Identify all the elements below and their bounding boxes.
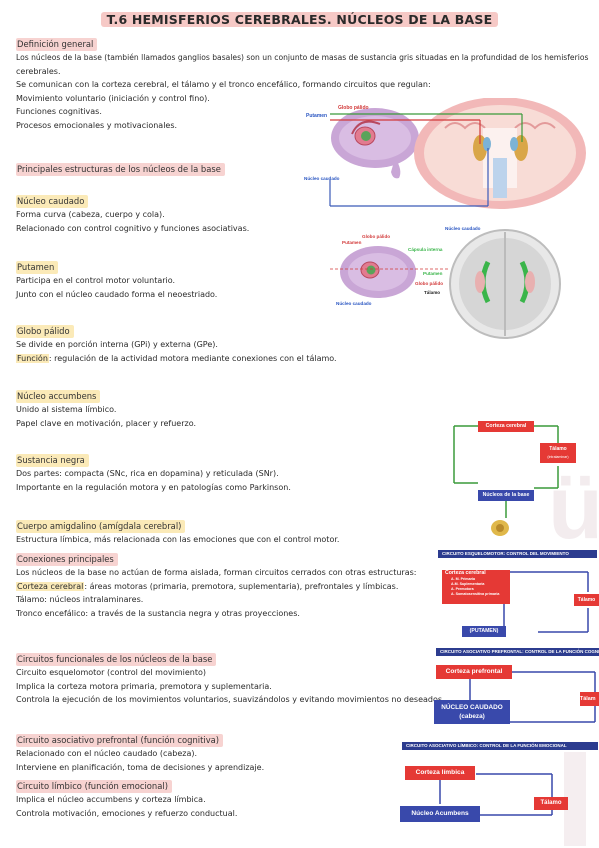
figure-basal-ganglia-coronal: Putamen Globo pálido Núcleo caudado [300,97,595,213]
text-line: Estructura límbica, más relacionada con … [16,535,340,544]
section-heading: Conexiones principales [16,553,118,566]
node-talamo: Tálam [580,692,599,706]
figure-circuito-limbico: CIRCUITO ASOCIATIVO LÍMBICO: CONTROL DE … [398,742,599,846]
node-corteza-cerebral: Corteza cerebral A. M. Primaria A.M. Sup… [442,570,510,604]
text-line: Controla motivación, emociones y refuerz… [16,808,238,818]
section-asociativo: Circuito asociativo prefrontal (función … [16,726,264,820]
section-accumbens: Núcleo accumbens Unido al sistema límbic… [16,382,196,430]
text-line: Los núcleos de la base no actúan de form… [16,568,417,577]
text-line: cerebrales. [16,66,61,76]
brain-coronal-illustration: Putamen Globo pálido Núcleo caudado [304,97,586,209]
section-heading: Circuito asociativo prefrontal (función … [16,734,224,747]
highlight: Corteza cerebral [16,581,85,591]
text-line: Participa en el control motor voluntario… [16,276,176,285]
svg-text:ü: ü [548,458,598,546]
text-line: Procesos emocionales y motivacionales. [16,120,178,130]
text-line: Los núcleos de la base (también llamados… [16,53,589,62]
label-globo-right: Globo pálido [415,281,443,286]
node-corteza-prefrontal: Corteza prefrontal [436,665,512,679]
text-line: Se comunican con la corteza cerebral, el… [16,80,431,90]
section-heading: Putamen [16,261,59,274]
label-caudado: Núcleo caudado [336,301,372,306]
text-line: Importante en la regulación motora y en … [16,482,291,492]
figure-title-bar: CIRCUITO ESQUELOMOTOR: CONTROL DEL MOVIM… [438,550,597,558]
text-line: Interviene en planificación, toma de dec… [16,762,265,772]
label-caudado: Núcleo caudado [304,176,340,181]
figure-circuito-prefrontal: CIRCUITO ASOCIATIVO PREFRONTAL: CONTROL … [432,648,599,738]
section-globo: Globo pálido Se divide en porción intern… [16,317,337,365]
section-putamen: Putamen Participa en el control motor vo… [16,253,217,301]
section-heading: Principales estructuras de los núcleos d… [16,163,225,176]
figure-basal-ganglia-axial: Núcleo caudado Putamen Globo pálido Cáps… [330,222,595,340]
page-title: T.6 HEMISFERIOS CEREBRALES. NÚCLEOS DE L… [0,12,599,27]
figure-title-bar: CIRCUITO ASOCIATIVO LÍMBICO: CONTROL DE … [402,742,598,750]
text-line: Implica la corteza motora primaria, prem… [16,681,272,691]
text-line: Función: regulación de la actividad moto… [16,353,337,363]
node-talamo: Tálamo [534,797,568,810]
node-corteza-cerebral: Corteza cerebral [478,421,534,432]
text-line: Relacionado con el núcleo caudado (cabez… [16,749,198,758]
node-nucleos-base: Núcleos de la base [478,490,534,501]
label-caudado-top: Núcleo caudado [445,226,481,231]
text-line: Controla la ejecución de los movimientos… [16,695,445,705]
label-globo: Globo pálido [362,234,390,239]
node-talamo: Tálamo(intralaminar) [540,443,576,463]
text-line: Se divide en porción interna (GPi) y ext… [16,340,218,349]
section-heading: Circuitos funcionales de los núcleos de … [16,653,217,666]
text-line: Funciones cognitivas. [16,107,102,117]
section-heading: Cuerpo amigdalino (amígdala cerebral) [16,520,186,533]
section-conexiones: Conexiones principales Los núcleos de la… [16,547,416,620]
figure-loop-diagram: ü Corteza cerebral Tálamo(intralaminar) … [448,418,599,558]
node-nucleo-caudado: NÚCLEO CAUDADO(cabeza) [434,700,510,724]
figure-title-bar: CIRCUITO ASOCIATIVO PREFRONTAL: CONTROL … [436,648,599,656]
text-line: Forma curva (cabeza, cuerpo y cola). [16,210,165,219]
section-caudado: Núcleo caudado Forma curva (cabeza, cuer… [16,187,249,235]
section-heading: Núcleo accumbens [16,390,101,403]
node-talamo: Tálamo [574,594,599,606]
section-heading: Globo pálido [16,325,74,338]
text-line: Junto con el núcleo caudado forma el neo… [16,289,218,299]
text-line: Tronco encefálico: a través de la sustan… [16,608,300,618]
section-amigdala: Cuerpo amigdalino (amígdala cerebral) Es… [16,512,339,547]
section-heading: Circuito límbico (función emocional) [16,780,172,794]
text-line: Movimiento voluntario (iniciación y cont… [16,93,210,103]
section-definicion: Definición general Los núcleos de la bas… [16,30,588,133]
node-corteza-limbica: Corteza límbica [405,766,475,780]
label-globo: Globo pálido [338,105,369,111]
section-heading: Definición general [16,38,98,51]
brain-axial-illustration: Núcleo caudado Putamen Globo pálido Cáps… [330,226,561,339]
label-talamo: Tálamo [424,290,440,295]
section-heading: Núcleo caudado [16,195,89,208]
node-nucleo-acumbens: Núcleo Acumbens [400,806,480,822]
text-line: Circuito esquelomotor (control del movim… [16,668,206,677]
text-line: Dos partes: compacta (SNc, rica en dopam… [16,469,279,478]
highlight: Función [16,353,49,363]
section-heading: Sustancia negra [16,454,89,467]
label-putamen: Putamen [306,113,327,119]
label-putamen-right: Putamen [423,271,443,276]
label-capsula: Cápsula interna [408,247,443,252]
text-line: Papel clave en motivación, placer y refu… [16,418,197,428]
loop-diagram: ü [453,425,599,558]
section-sustancia-negra: Sustancia negra Dos partes: compacta (SN… [16,446,291,494]
section-estructuras: Principales estructuras de los núcleos d… [16,155,225,176]
node-putamen: (PUTAMEN) [462,626,506,637]
label-putamen: Putamen [342,240,362,245]
text-line: Tálamo: núcleos intralaminares. [16,595,144,605]
text-line: Unido al sistema límbico. [16,405,117,414]
text-line: Relacionado con control cognitivo y func… [16,223,250,233]
text-line: Corteza cerebral: áreas motoras (primari… [16,581,399,591]
text-line: Implica el núcleo accumbens y corteza lí… [16,795,206,805]
figure-circuito-esquelomotor: CIRCUITO ESQUELOMOTOR: CONTROL DEL MOVIM… [438,550,599,645]
section-circuitos: Circuitos funcionales de los núcleos de … [16,645,445,707]
